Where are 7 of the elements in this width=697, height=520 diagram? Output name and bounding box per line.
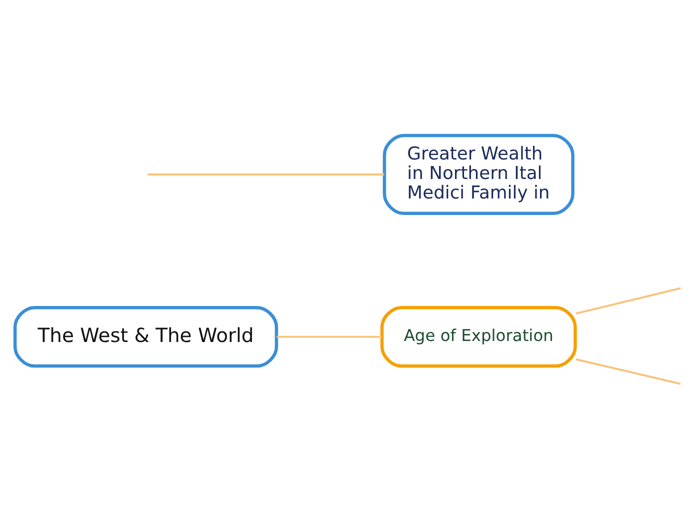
- connector: [148, 174, 384, 176]
- node-box: The West & The World: [13, 306, 278, 368]
- node-box: Age of Exploration: [380, 306, 577, 368]
- connector: [276, 336, 382, 338]
- connector: [576, 358, 681, 385]
- node-box: Greater Wealth in Northern Ital Medici Family in: [382, 134, 574, 216]
- connector: [576, 287, 681, 315]
